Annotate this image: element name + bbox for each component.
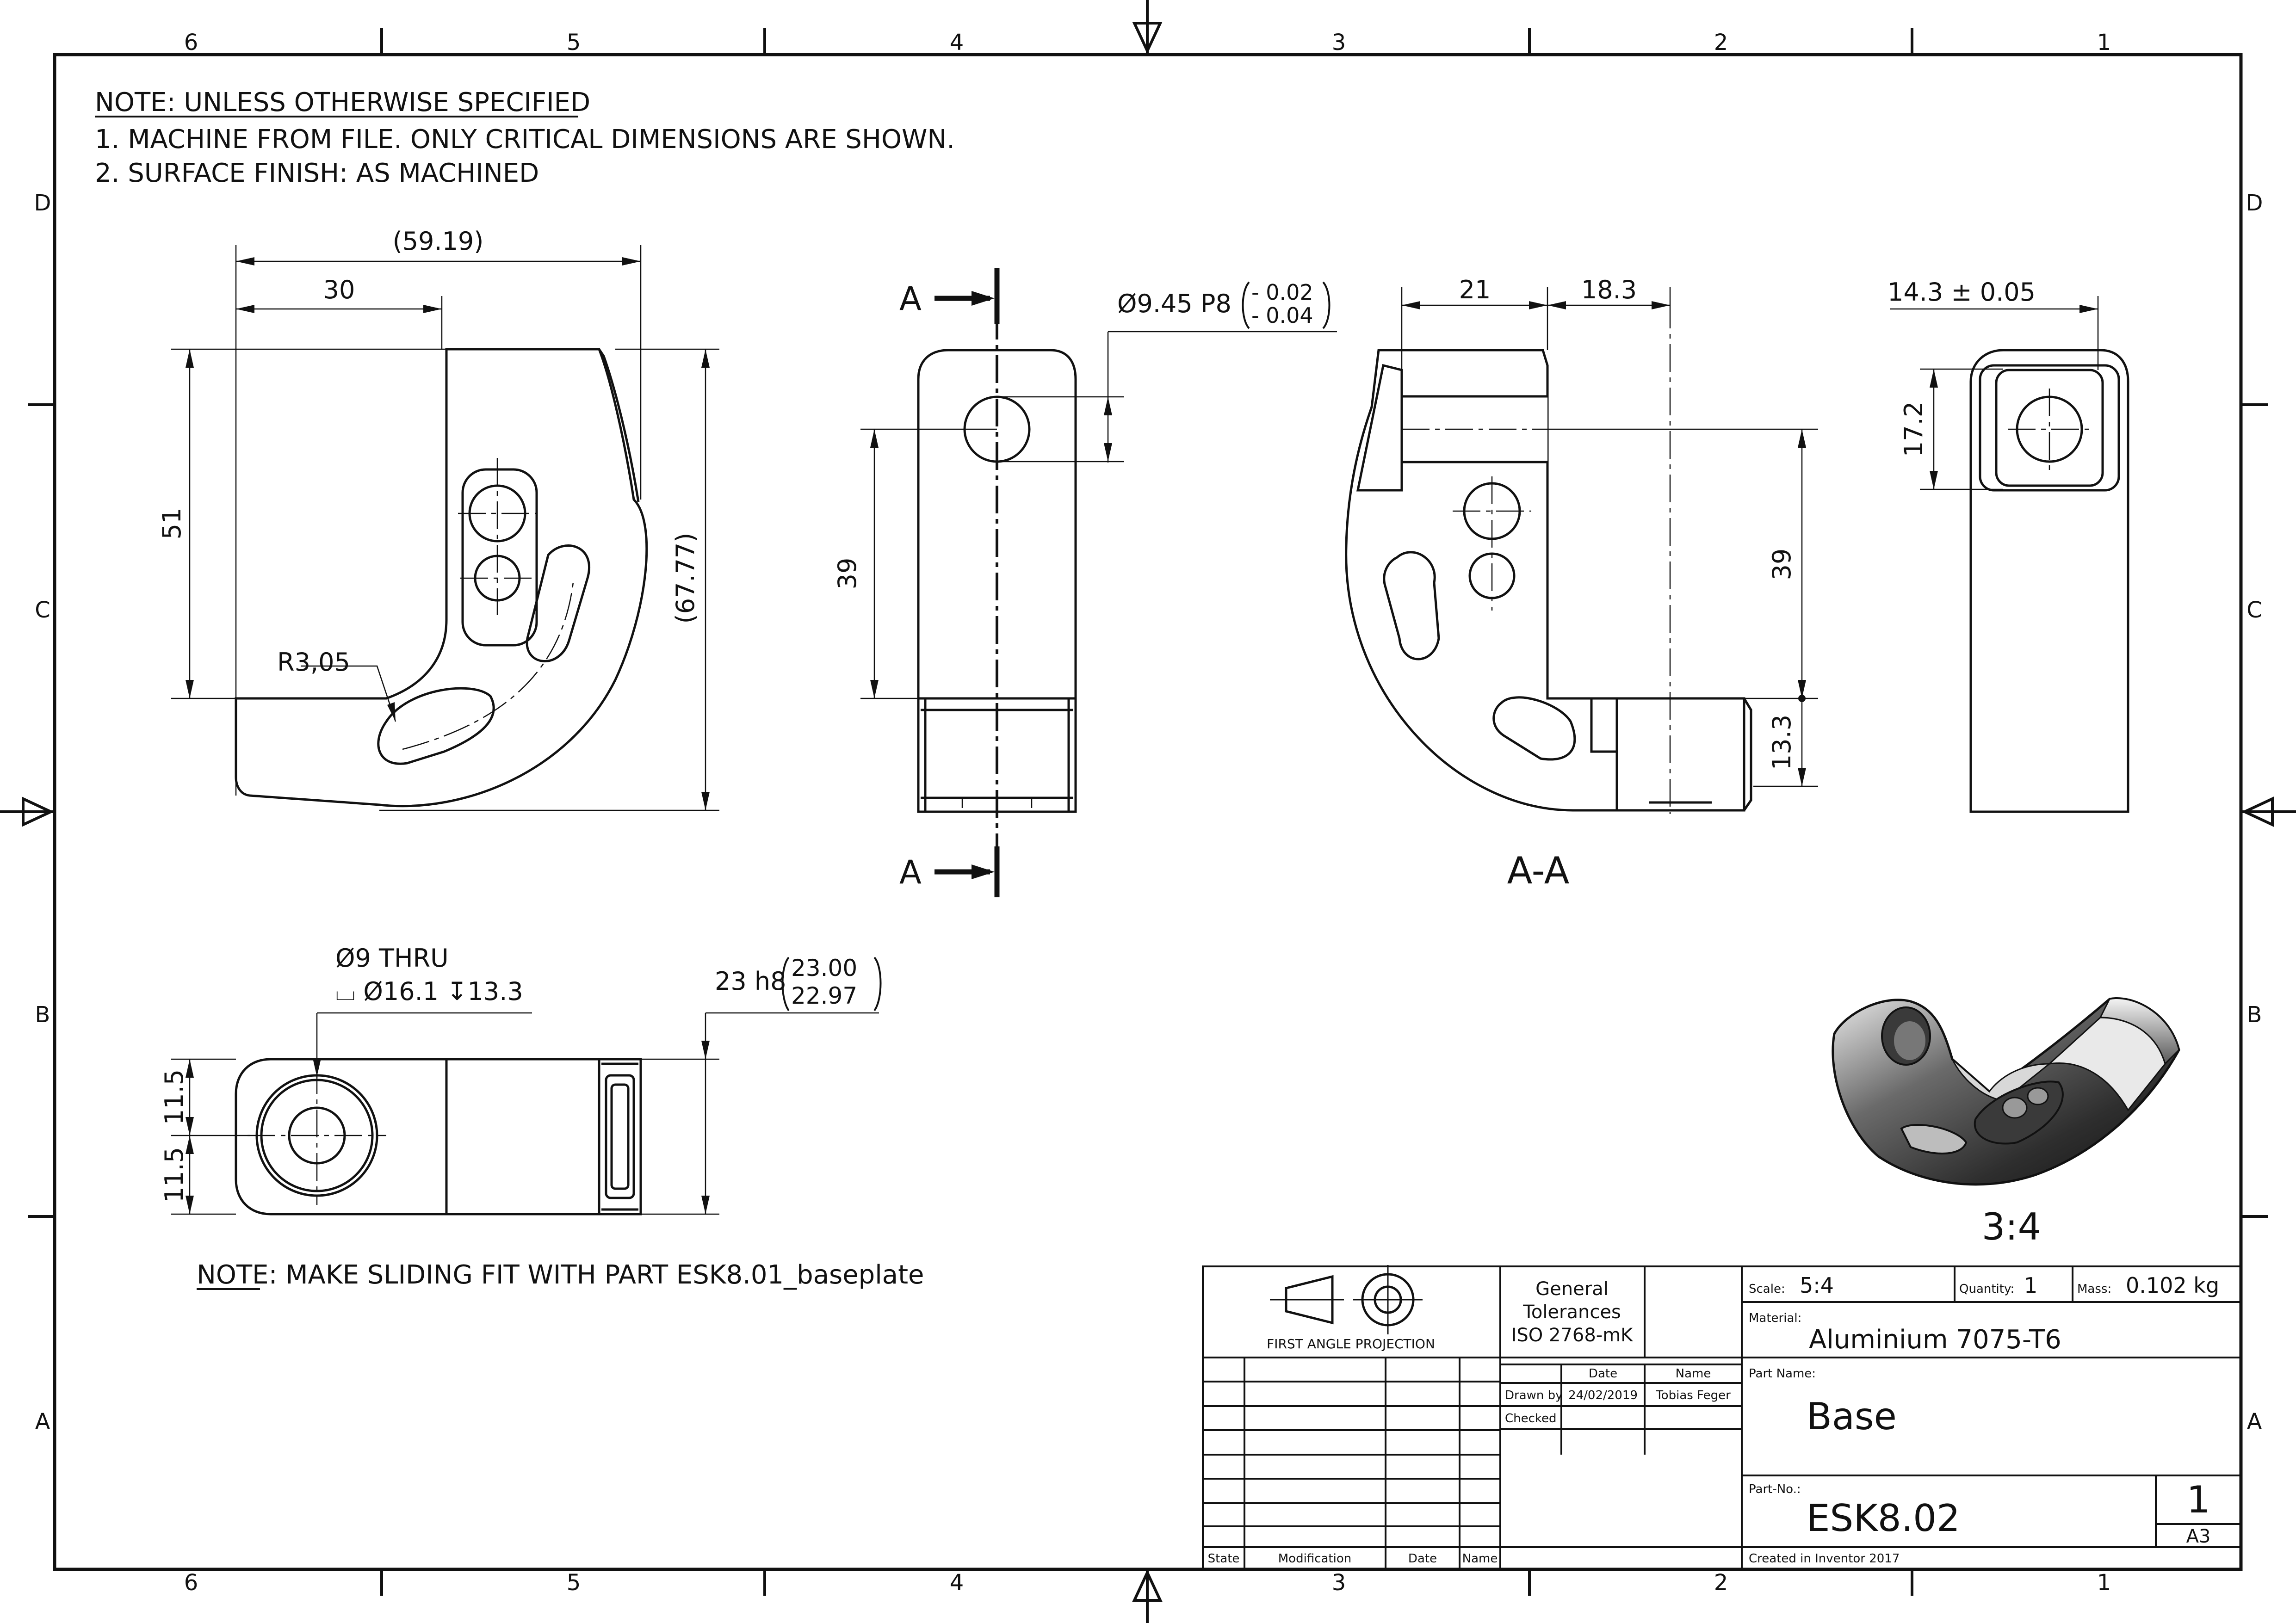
quantity-value: 1	[2024, 1273, 2037, 1298]
dim-overall-width: (59.19)	[393, 227, 484, 256]
section-label-bottom: A	[899, 853, 922, 891]
sheet-size: A3	[2186, 1526, 2211, 1547]
rev-state-header: State	[1208, 1552, 1240, 1566]
part-name-label: Part Name:	[1749, 1367, 1816, 1381]
hole-tol-upper: - 0.02	[1251, 280, 1313, 305]
zone-col-2-top: 2	[1714, 30, 1728, 56]
zone-col-5-top: 5	[567, 30, 581, 56]
sliding-fit-text: : MAKE SLIDING FIT WITH PART ESK8.01_bas…	[269, 1260, 924, 1290]
rev-date-header: Date	[1408, 1552, 1437, 1566]
notes-line-1: 1. MACHINE FROM FILE. ONLY CRITICAL DIME…	[95, 124, 955, 154]
dim-section-13-3: 13.3	[1767, 715, 1796, 770]
fit-callout: 23 h8	[715, 967, 786, 996]
section-title: A-A	[1507, 849, 1570, 892]
dim-overall-height: (67.77)	[671, 533, 700, 624]
sliding-fit-prefix: NOTE	[197, 1260, 269, 1290]
dim-top-11-5-b: 11.5	[160, 1147, 189, 1203]
zone-col-4-top: 4	[950, 30, 964, 56]
zone-col-6-top: 6	[184, 30, 198, 56]
dim-right-width: 14.3 ± 0.05	[1888, 278, 2036, 307]
dim-height-51: 51	[157, 508, 186, 540]
zone-row-d-right: D	[2246, 190, 2263, 216]
zone-row-b-left: B	[35, 1002, 50, 1028]
right-view: 14.3 ± 0.05 17.2	[1888, 278, 2129, 813]
zone-row-d-left: D	[34, 190, 51, 216]
quantity-label: Quantity:	[1959, 1282, 2014, 1296]
thru-note: Ø9 THRU	[335, 944, 449, 973]
svg-text:NOTE: MAKE SLIDING FIT WITH PA: NOTE: MAKE SLIDING FIT WITH PART ESK8.01…	[197, 1260, 924, 1290]
mass-value: 0.102 kg	[2126, 1273, 2219, 1298]
fit-lower: 22.97	[791, 982, 857, 1009]
isometric-view: 3:4	[1832, 997, 2180, 1248]
rev-modification-header: Modification	[1278, 1552, 1351, 1566]
zone-row-c-right: C	[2246, 597, 2262, 623]
sliding-fit-note: NOTE: MAKE SLIDING FIT WITH PART ESK8.01…	[197, 1260, 924, 1290]
dim-side-39: 39	[833, 558, 862, 590]
tolerance-line-3: ISO 2768-mK	[1511, 1325, 1634, 1346]
drawn-name: Tobias Feger	[1655, 1388, 1731, 1402]
part-no-value: ESK8.02	[1807, 1497, 1960, 1540]
zone-col-1-top: 1	[2097, 30, 2111, 56]
zone-col-2-bottom: 2	[1714, 1570, 1728, 1596]
zone-col-4-bottom: 4	[950, 1570, 964, 1596]
drawn-date: 24/02/2019	[1568, 1388, 1638, 1402]
tolerance-line-2: Tolerances	[1522, 1302, 1621, 1323]
zone-row-a-left: A	[35, 1409, 50, 1435]
dim-top-11-5-a: 11.5	[160, 1069, 189, 1125]
cbore-note: ⌴ Ø16.1 ↧13.3	[335, 977, 523, 1006]
dim-section-18-3: 18.3	[1581, 275, 1637, 304]
notes-title: NOTE: UNLESS OTHERWISE SPECIFIED	[95, 87, 590, 117]
dim-width-30: 30	[323, 275, 355, 304]
hole-callout: Ø9.45 P8	[1117, 289, 1232, 318]
zone-row-a-right: A	[2247, 1409, 2262, 1435]
header-date: Date	[1589, 1367, 1617, 1381]
section-label-top: A	[899, 280, 922, 318]
rev-name-header: Name	[1462, 1552, 1498, 1566]
zone-col-3-bottom: 3	[1332, 1570, 1346, 1596]
sheet-number: 1	[2187, 1478, 2210, 1521]
created-in: Created in Inventor 2017	[1749, 1552, 1900, 1566]
general-notes: NOTE: UNLESS OTHERWISE SPECIFIED 1. MACH…	[95, 87, 955, 188]
zone-col-1-bottom: 1	[2097, 1570, 2111, 1596]
fit-upper: 23.00	[791, 955, 857, 981]
material-value: Aluminium 7075-T6	[1809, 1325, 2061, 1355]
part-name-value: Base	[1807, 1395, 1897, 1438]
top-view: Ø9 THRU ⌴ Ø16.1 ↧13.3 23 h8 23.00 22.97 …	[160, 944, 882, 1216]
section-view: 21 18.3 39 13.3 A-A	[1345, 275, 1818, 892]
dim-right-17-2: 17.2	[1899, 401, 1928, 457]
radius-note: R3,05	[277, 648, 350, 677]
dim-section-21: 21	[1459, 275, 1491, 304]
dim-section-39: 39	[1767, 549, 1796, 580]
title-block: FIRST ANGLE PROJECTION General Tolerance…	[1202, 1265, 2242, 1570]
material-label: Material:	[1749, 1311, 1801, 1325]
side-view: A A Ø9.45 P8 - 0.02 - 0.04 39	[833, 268, 1337, 897]
notes-line-2: 2. SURFACE FINISH: AS MACHINED	[95, 158, 539, 188]
zone-col-5-bottom: 5	[567, 1570, 581, 1596]
checked-label: Checked	[1505, 1412, 1557, 1426]
zone-col-6-bottom: 6	[184, 1570, 198, 1596]
zone-row-b-right: B	[2247, 1002, 2262, 1028]
scale-value: 5:4	[1800, 1273, 1834, 1298]
part-no-label: Part-No.:	[1749, 1482, 1801, 1496]
zone-row-c-left: C	[35, 597, 50, 623]
drawn-by-label: Drawn by	[1505, 1388, 1563, 1402]
zone-col-3-top: 3	[1332, 30, 1346, 56]
mass-label: Mass:	[2077, 1282, 2111, 1296]
scale-label: Scale:	[1749, 1282, 1785, 1296]
projection-label: FIRST ANGLE PROJECTION	[1267, 1336, 1435, 1351]
tolerance-line-1: General	[1535, 1278, 1609, 1300]
header-name: Name	[1676, 1367, 1711, 1381]
first-angle-projection-icon	[1270, 1265, 1423, 1334]
front-view: (59.19) 30 51 (67.77) R3,05	[157, 227, 719, 811]
iso-scale-label: 3:4	[1982, 1205, 2042, 1248]
hole-tol-lower: - 0.04	[1251, 303, 1313, 328]
